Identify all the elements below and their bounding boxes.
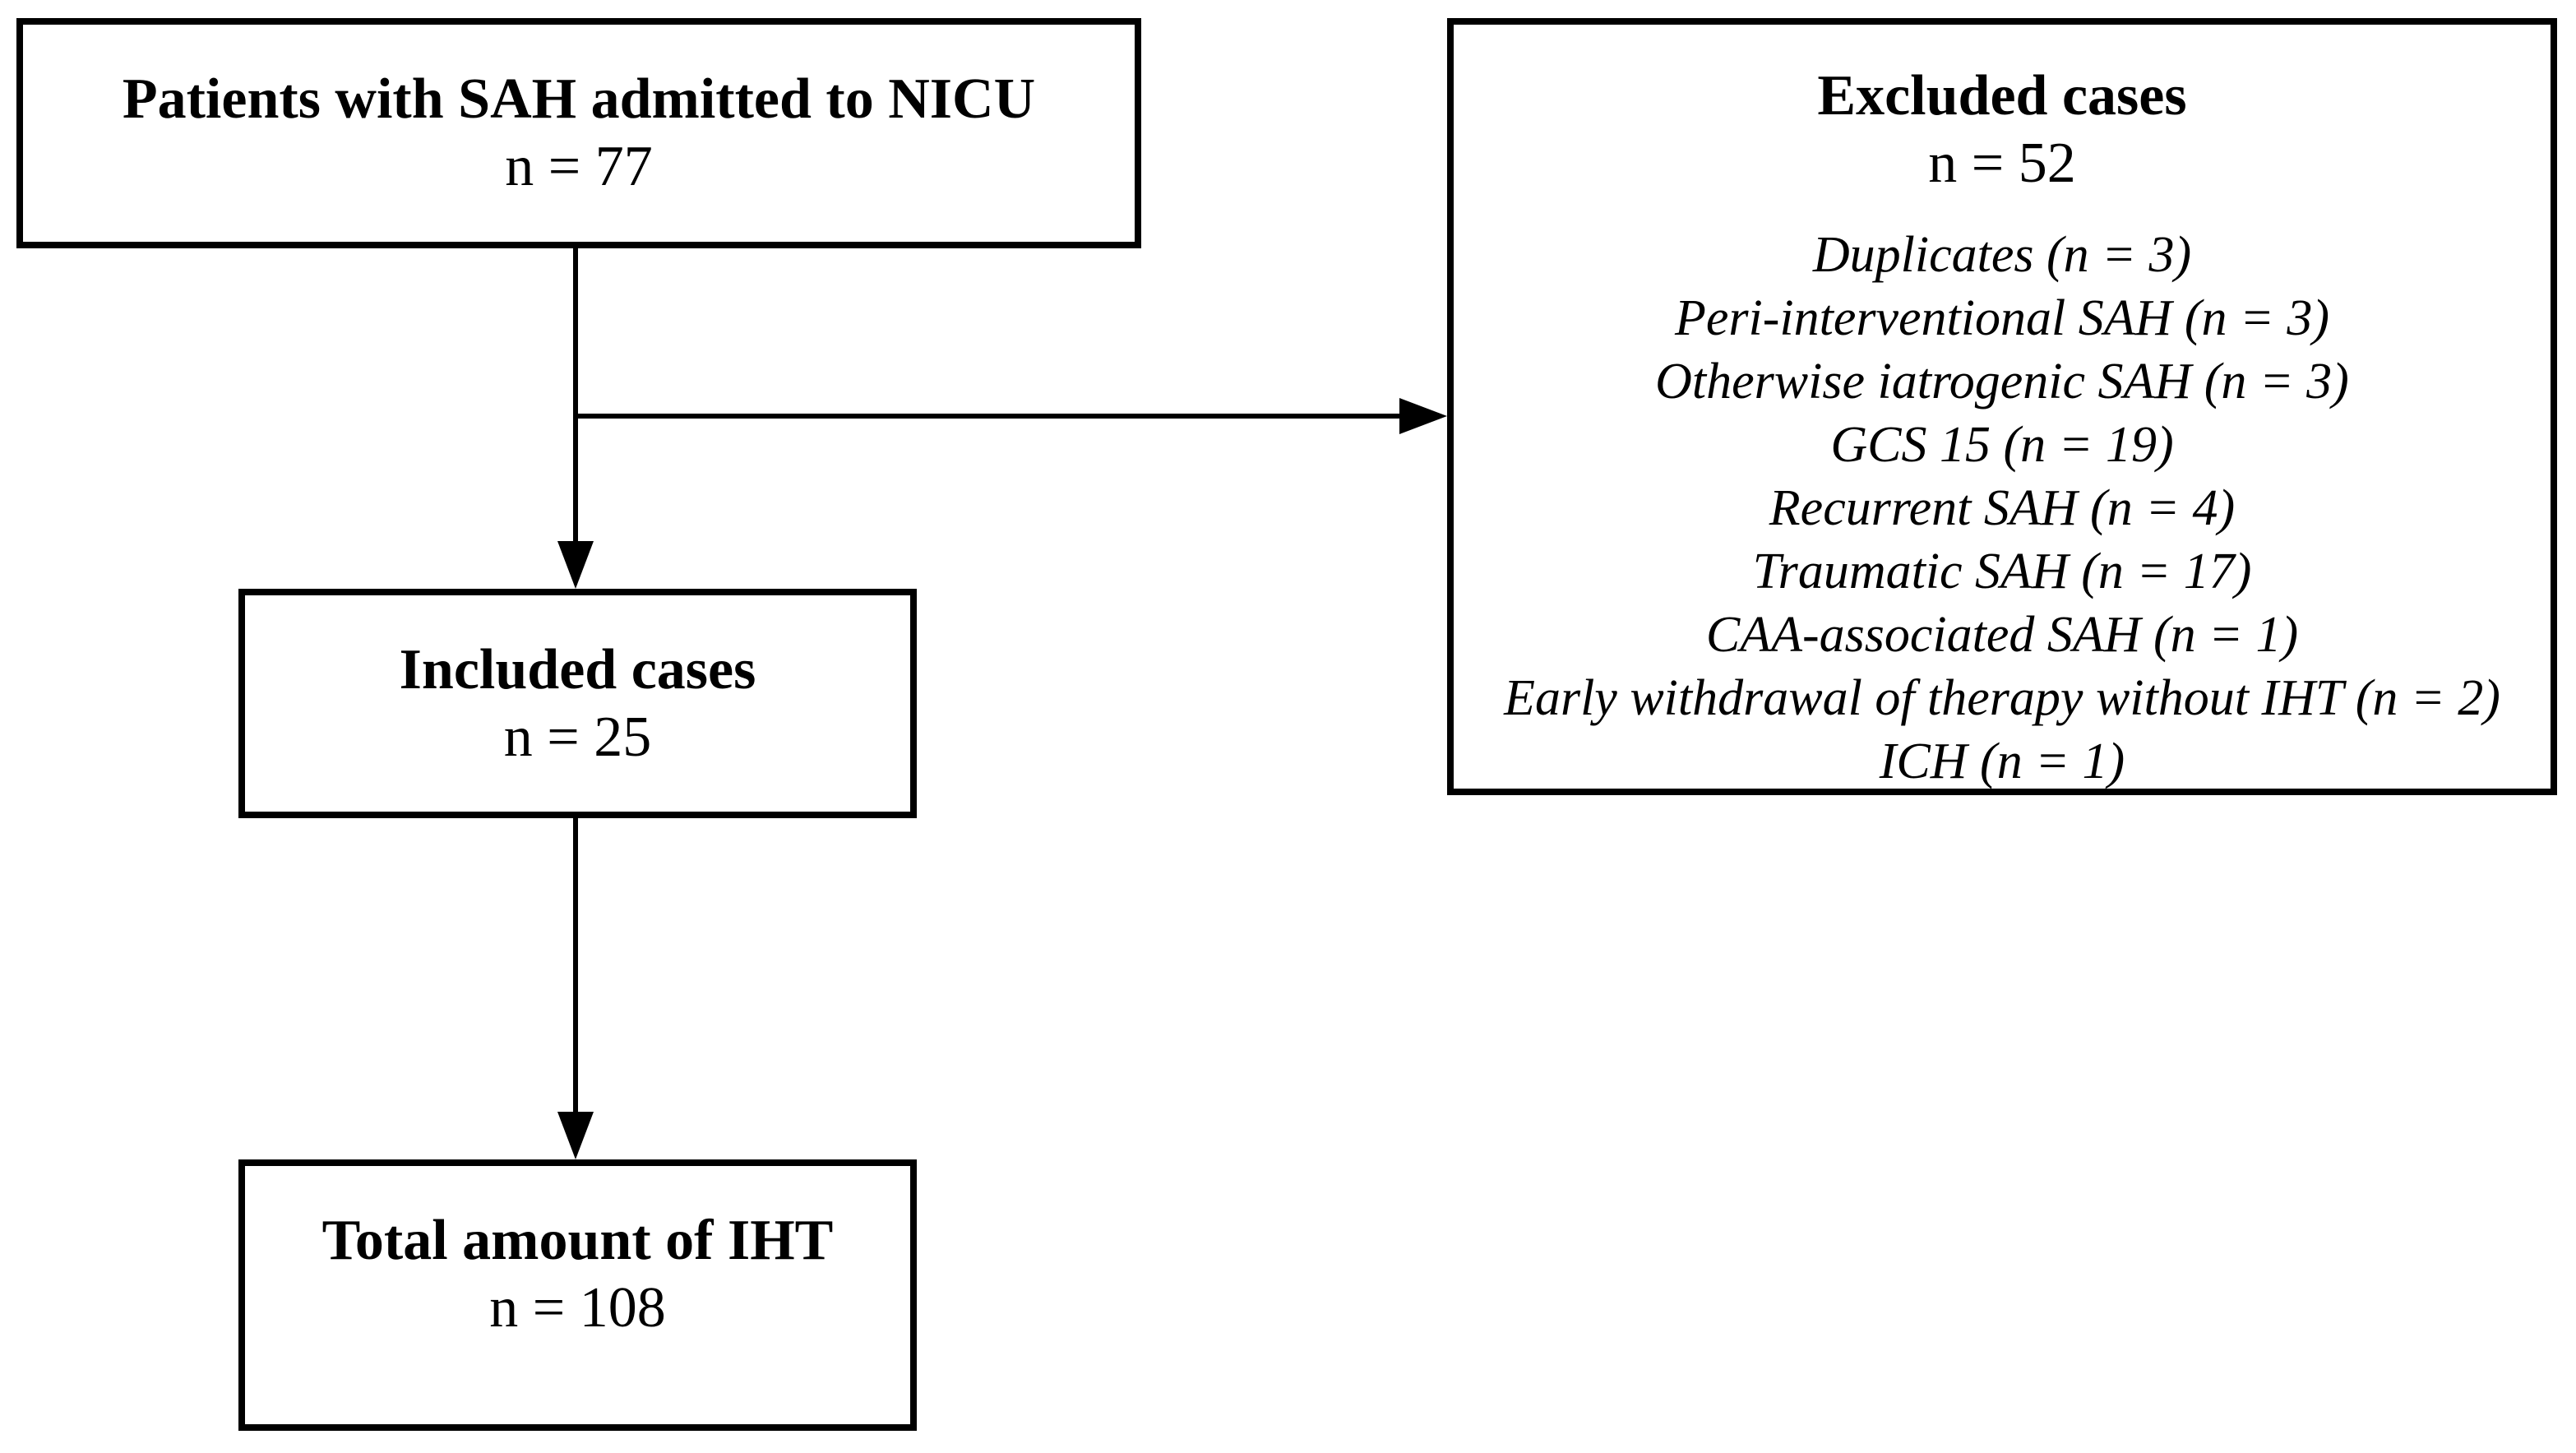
excluded-reasons-list: Duplicates (n = 3) Peri-interventional S…	[1504, 224, 2500, 794]
excluded-item: ICH (n = 1)	[1879, 733, 2125, 789]
excluded-item: Otherwise iatrogenic SAH (n = 3)	[1655, 354, 2349, 410]
excluded-item: Early withdrawal of therapy without IHT …	[1504, 670, 2500, 726]
excluded-item: CAA-associated SAH (n = 1)	[1705, 607, 2299, 663]
excluded-item: GCS 15 (n = 19)	[1830, 417, 2174, 473]
arrowhead-right-excluded	[1399, 398, 1447, 434]
excluded-item: Peri-interventional SAH (n = 3)	[1675, 290, 2329, 346]
box-total-count: n = 108	[489, 1276, 666, 1340]
box-excluded-title: Excluded cases	[1817, 64, 2187, 127]
connector-branch-to-excluded	[576, 414, 1399, 419]
box-excluded-count: n = 52	[1928, 132, 2076, 195]
box-excluded: Excluded cases n = 52 Duplicates (n = 3)…	[1447, 18, 2557, 795]
connector-admitted-to-included	[573, 248, 578, 541]
arrowhead-down-total	[557, 1112, 594, 1159]
box-included-count: n = 25	[503, 706, 652, 769]
box-included: Included cases n = 25	[238, 589, 917, 818]
connector-included-to-total	[573, 818, 578, 1112]
box-admitted-count: n = 77	[505, 135, 653, 198]
excluded-item: Recurrent SAH (n = 4)	[1769, 480, 2236, 536]
box-included-title: Included cases	[399, 638, 756, 701]
excluded-item: Traumatic SAH (n = 17)	[1752, 544, 2252, 599]
excluded-item: Duplicates (n = 3)	[1812, 227, 2192, 283]
box-total-title: Total amount of IHT	[321, 1209, 834, 1272]
box-admitted: Patients with SAH admitted to NICU n = 7…	[16, 18, 1141, 248]
arrowhead-down-included	[557, 541, 594, 589]
box-total: Total amount of IHT n = 108	[238, 1159, 917, 1431]
box-admitted-title: Patients with SAH admitted to NICU	[122, 67, 1036, 131]
